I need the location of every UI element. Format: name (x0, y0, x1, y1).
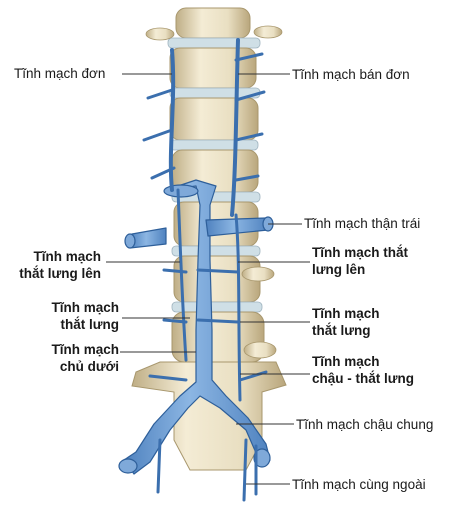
label-lumbar-vein-left: Tĩnh mạch thắt lưng (312, 306, 380, 338)
label-azygos-vein: Tĩnh mạch đơn (14, 66, 106, 81)
leader-lines (106, 73, 310, 485)
disc-5 (171, 245, 261, 257)
inferior-vena-cava (123, 179, 271, 475)
label-lumbar-vein-right: Tĩnh mạch thắt lưng (51, 300, 119, 332)
vertebra-l1 (169, 97, 259, 141)
label-left-renal-vein: Tĩnh mạch thận trái (304, 216, 421, 231)
label-inferior-vena-cava: Tĩnh mạch chủ dưới (51, 342, 119, 374)
disc-3 (169, 139, 259, 151)
label-external-sacral-vein: Tĩnh mạch cùng ngoài (292, 477, 426, 492)
vertebra-t12 (169, 47, 257, 89)
venous-system (118, 179, 274, 475)
vertebra-t11 (175, 7, 251, 39)
small-veins (142, 38, 268, 502)
label-common-iliac-vein: Tĩnh mạch chậu chung (296, 417, 434, 432)
disc-1 (167, 37, 261, 49)
label-ascending-lumbar-vein-left: Tĩnh mạch thắt lưng lên (312, 245, 409, 277)
label-iliolumbar-vein: Tĩnh mạch chậu - thắt lưng (312, 354, 415, 386)
label-ascending-lumbar-vein-right: Tĩnh mạch thắt lưng lên (19, 249, 101, 281)
label-hemiazygos-vein: Tĩnh mạch bán đơn (292, 67, 410, 82)
sacrum (131, 361, 287, 471)
disc-6 (171, 301, 263, 313)
